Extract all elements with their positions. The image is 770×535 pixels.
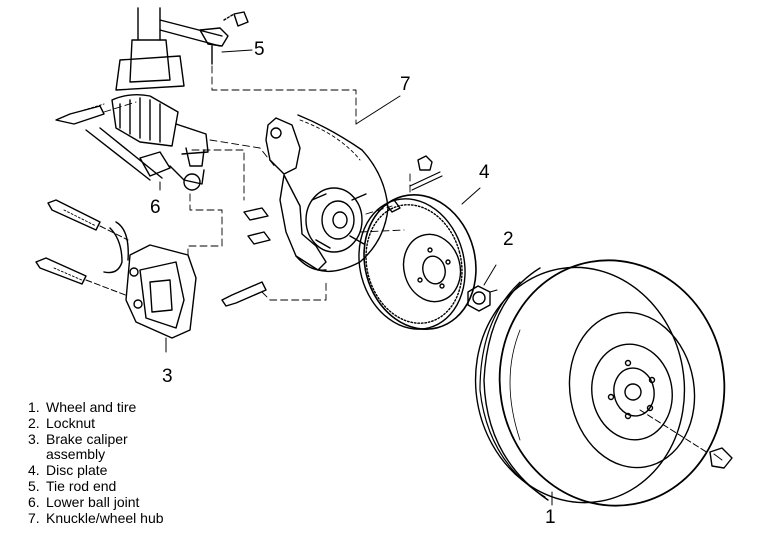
legend-item-number: 1. xyxy=(28,399,40,415)
legend-item: 4. Disc plate xyxy=(28,462,206,479)
legend-item-number: 6. xyxy=(28,493,40,510)
legend-item: 3. Brake caliper assembly xyxy=(28,430,206,464)
legend-item-label: Wheel and tire xyxy=(46,399,137,415)
legend-item-label: Disc plate xyxy=(46,462,108,479)
disc-plate-drawing xyxy=(358,193,477,331)
legend-item-number: 5. xyxy=(28,477,40,494)
callout-leaders xyxy=(355,95,553,506)
callout-4: 4 xyxy=(479,162,490,183)
locknut-drawing xyxy=(467,285,498,312)
wheel-and-tire-drawing xyxy=(474,259,726,507)
legend-item-label: Tie rod end xyxy=(46,477,117,494)
brake-caliper-drawing xyxy=(103,221,197,339)
tie-rod-end-drawing xyxy=(199,11,249,65)
callout-5: 5 xyxy=(254,39,265,60)
legend-item-label: Lower ball joint xyxy=(46,493,140,510)
parts-legend: 1. Wheel and tire 2. Locknut 3. Brake ca… xyxy=(28,399,206,527)
legend-item-label: Brake caliper assembly xyxy=(46,430,128,463)
legend-item: 5. Tie rod end xyxy=(28,477,206,495)
legend-item-label: Knuckle/wheel hub xyxy=(46,509,164,526)
callout-2: 2 xyxy=(503,229,514,250)
legend-item-number: 3. xyxy=(28,430,40,447)
lug-nut-drawing xyxy=(709,447,733,469)
knuckle-wheel-hub-drawing xyxy=(243,114,389,273)
callout-3: 3 xyxy=(162,366,173,387)
caliper-bolts-drawing xyxy=(35,199,101,285)
callout-6: 6 xyxy=(150,197,161,218)
legend-item: 1. Wheel and tire xyxy=(28,399,206,416)
legend-item: 7. Knuckle/wheel hub xyxy=(28,509,206,527)
legend-item: 6. Lower ball joint xyxy=(28,493,206,511)
legend-item-number: 7. xyxy=(28,509,40,526)
legend-item-label: Locknut xyxy=(46,414,96,431)
legend-item-number: 4. xyxy=(28,462,40,479)
legend-item: 2. Locknut xyxy=(28,414,206,432)
callout-1: 1 xyxy=(545,507,556,528)
legend-item-number: 2. xyxy=(28,414,40,431)
callout-7: 7 xyxy=(400,74,411,95)
alignment-lines xyxy=(103,65,411,301)
drive-shaft-strut-drawing xyxy=(55,7,223,191)
